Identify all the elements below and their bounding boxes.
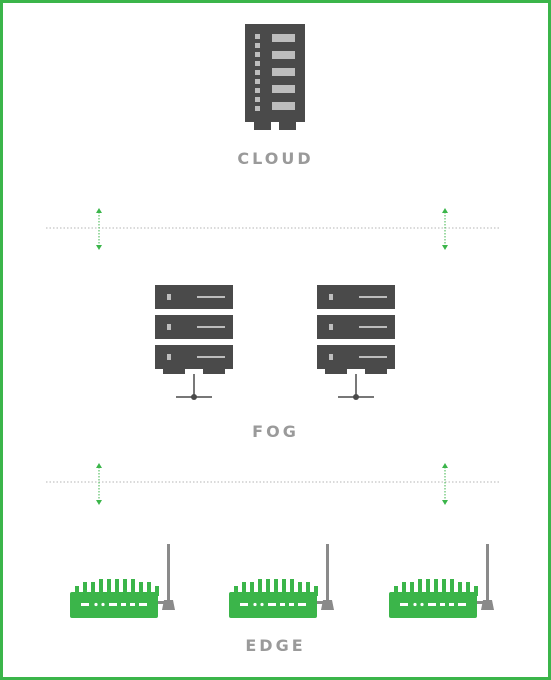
bidirectional-arrow-icon: [441, 462, 449, 506]
edge-gateway-device-icon: [389, 544, 494, 618]
cloud-server-rack-icon: [245, 24, 305, 130]
fog-layer-label: FOG: [252, 422, 299, 441]
bidirectional-arrow-icon: [441, 207, 449, 251]
cloud-layer-label: CLOUD: [237, 149, 314, 168]
edge-layer-label: EDGE: [245, 636, 306, 655]
fog-server-stack-icon: [154, 284, 234, 401]
edge-gateway-device-icon: [229, 544, 334, 618]
fog-server-stack-icon: [316, 284, 396, 401]
bidirectional-arrow-icon: [95, 207, 103, 251]
bidirectional-arrow-icon: [95, 462, 103, 506]
edge-gateway-device-icon: [70, 544, 175, 618]
